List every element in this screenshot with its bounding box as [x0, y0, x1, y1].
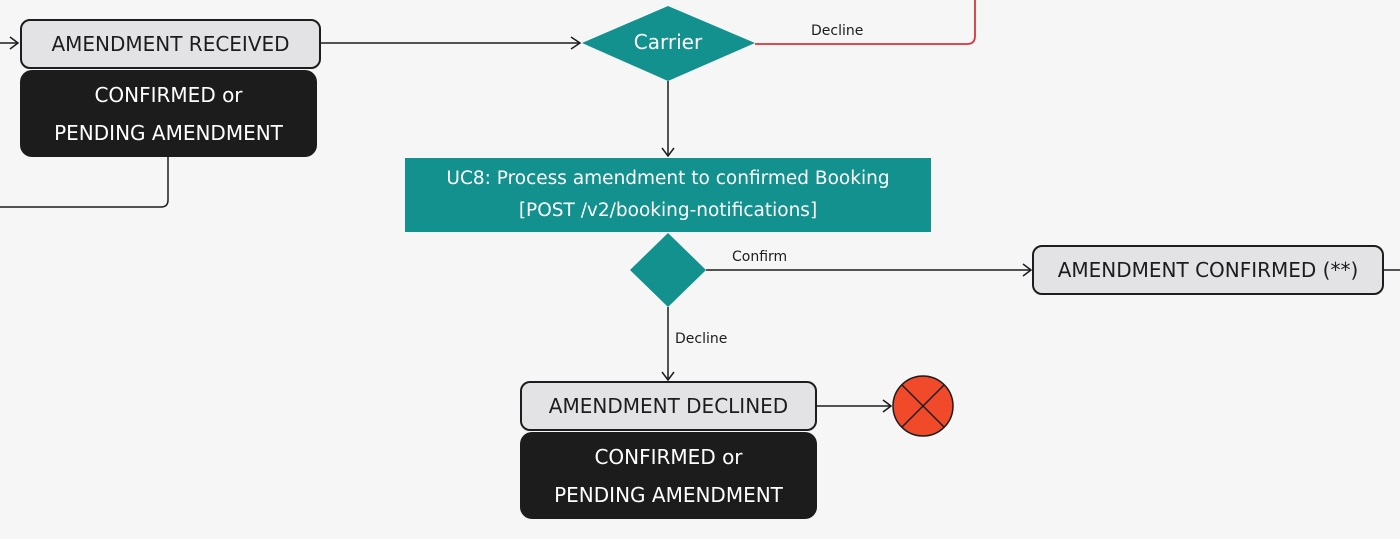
edge-substate-loop	[0, 156, 169, 208]
edge-label-confirm: Confirm	[732, 249, 788, 265]
arrowhead-icon	[570, 36, 582, 50]
state-label: AMENDMENT RECEIVED	[51, 32, 290, 56]
edge-label-decline: Decline	[675, 331, 728, 347]
state-amendment-confirmed[interactable]: AMENDMENT CONFIRMED (**)	[1032, 245, 1384, 295]
state-label: AMENDMENT DECLINED	[548, 394, 789, 418]
edge-label-carrier-decline: Decline	[811, 23, 864, 39]
carrier-decision-diamond	[582, 6, 755, 81]
substate-received[interactable]: CONFIRMED or PENDING AMENDMENT	[20, 70, 317, 157]
arrowhead-icon	[661, 147, 675, 158]
substate-declined[interactable]: CONFIRMED or PENDING AMENDMENT	[520, 432, 817, 519]
substate-line-2: PENDING AMENDMENT	[54, 120, 283, 145]
activity-uc8[interactable]: UC8: Process amendment to confirmed Book…	[405, 158, 931, 232]
terminal-state-icon	[892, 375, 954, 437]
state-label: AMENDMENT CONFIRMED (**)	[1057, 258, 1359, 282]
outcome-decision-diamond	[630, 233, 706, 307]
arrowhead-icon	[882, 399, 893, 413]
substate-line-1: CONFIRMED or	[594, 444, 743, 469]
arrowhead-icon	[9, 36, 20, 50]
state-amendment-declined[interactable]: AMENDMENT DECLINED	[520, 381, 817, 431]
substate-line-1: CONFIRMED or	[94, 82, 243, 107]
activity-endpoint: [POST /v2/booking-notifications]	[518, 200, 818, 221]
activity-title: UC8: Process amendment to confirmed Book…	[446, 168, 890, 189]
state-amendment-received[interactable]: AMENDMENT RECEIVED	[20, 19, 321, 69]
edge-carrier-decline	[755, 0, 976, 45]
arrowhead-icon	[661, 371, 675, 382]
carrier-label: Carrier	[633, 30, 703, 54]
substate-line-2: PENDING AMENDMENT	[554, 482, 783, 507]
arrowhead-icon	[1022, 263, 1033, 277]
